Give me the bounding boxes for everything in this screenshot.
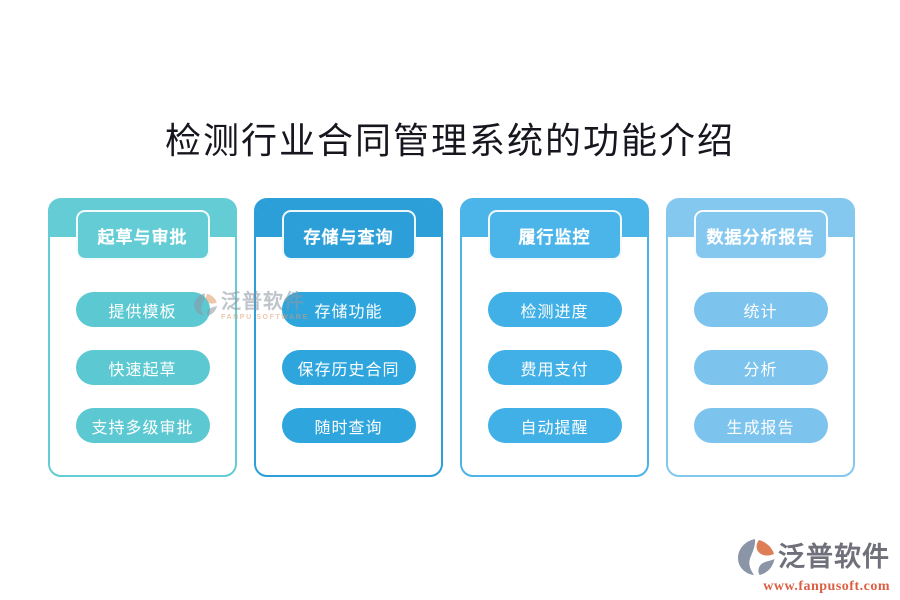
feature-list: 统计 分析 生成报告 [668, 292, 853, 443]
feature-pill: 保存历史合同 [281, 350, 416, 385]
feature-pill: 存储功能 [281, 292, 416, 327]
card-header-label: 起草与审批 [97, 227, 188, 247]
page-title: 检测行业合同管理系统的功能介绍 [164, 121, 735, 161]
feature-cards-container: 起草与审批 提供模板 快速起草 支持多级审批 存储与查询 存储功能 保存历史合同… [48, 198, 855, 477]
card-header-label: 存储与查询 [303, 227, 394, 247]
footer-brand-block: 泛普软件 www.fanpusoft.com [736, 537, 890, 594]
card-header-data-analysis-report: 数据分析报告 [693, 210, 828, 260]
card-drafting-approval: 起草与审批 提供模板 快速起草 支持多级审批 [48, 198, 237, 477]
feature-pill: 支持多级审批 [75, 408, 210, 443]
feature-pill: 快速起草 [75, 350, 210, 385]
card-header-performance-monitoring: 履行监控 [487, 210, 622, 260]
feature-pill: 随时查询 [281, 408, 416, 443]
feature-pill: 生成报告 [693, 408, 828, 443]
fanpu-logo-icon [736, 537, 776, 577]
card-storage-query: 存储与查询 存储功能 保存历史合同 随时查询 [254, 198, 443, 477]
feature-pill: 费用支付 [487, 350, 622, 385]
feature-list: 提供模板 快速起草 支持多级审批 [50, 292, 235, 443]
feature-pill: 自动提醒 [487, 408, 622, 443]
card-header-storage-query: 存储与查询 [281, 210, 416, 260]
footer-brand-name: 泛普软件 [778, 541, 890, 572]
card-performance-monitoring: 履行监控 检测进度 费用支付 自动提醒 [460, 198, 649, 477]
footer-website-url: www.fanpusoft.com [763, 579, 890, 594]
feature-pill: 检测进度 [487, 292, 622, 327]
card-header-drafting-approval: 起草与审批 [75, 210, 210, 260]
card-data-analysis-report: 数据分析报告 统计 分析 生成报告 [666, 198, 855, 477]
feature-pill: 统计 [693, 292, 828, 327]
card-header-label: 履行监控 [518, 227, 591, 247]
feature-list: 存储功能 保存历史合同 随时查询 [256, 292, 441, 443]
card-header-label: 数据分析报告 [706, 227, 815, 247]
feature-list: 检测进度 费用支付 自动提醒 [462, 292, 647, 443]
feature-pill: 提供模板 [75, 292, 210, 327]
feature-pill: 分析 [693, 350, 828, 385]
